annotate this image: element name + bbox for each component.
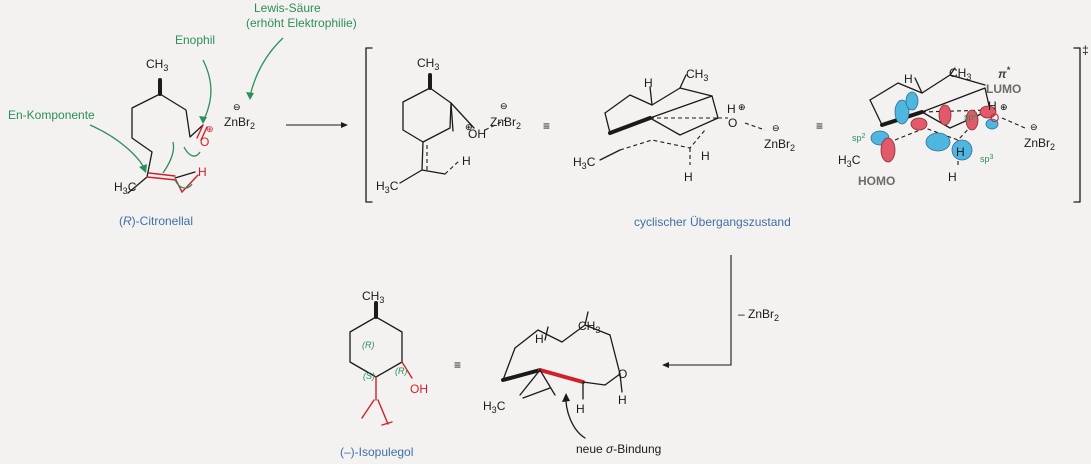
homo-label: HOMO xyxy=(858,174,895,188)
ts1-minus: ⊖ xyxy=(500,101,508,111)
sigma-bond-label: neue σ-Bindung xyxy=(576,442,661,456)
lumo-label: LUMO xyxy=(986,82,1021,96)
ts3-ch3: CH3 xyxy=(949,66,971,82)
ts3-o: O xyxy=(990,111,999,125)
ts1-h: H xyxy=(462,154,471,168)
en-komponente-label: En-Komponente xyxy=(8,108,95,122)
pi-star-label: π* xyxy=(998,65,1011,81)
citronellal-oxygen: O xyxy=(200,135,209,149)
iso-chair-ch3: CH3 xyxy=(578,319,600,335)
ts3-h-mid: H xyxy=(956,145,965,159)
ts2-h-o: H xyxy=(727,102,736,116)
citronellal-h3c: H3C xyxy=(114,180,137,196)
en-komponente-arrow xyxy=(89,124,146,171)
ts2-h-bottom: H xyxy=(684,170,693,184)
ts-bracket-right xyxy=(1073,47,1081,203)
ts3-minus: ⊖ xyxy=(1030,122,1038,132)
ts2-plus: ⊕ xyxy=(738,102,746,112)
minus-znbr2-label: – ZnBr2 xyxy=(738,307,779,323)
ts3-h-o: H xyxy=(988,99,997,113)
enophil-arrow xyxy=(202,59,212,123)
ts1-ch3: CH3 xyxy=(417,56,439,72)
iso-chair-h-top: H xyxy=(535,332,544,346)
sp2-label-left: sp2 xyxy=(852,133,866,143)
isopulegol-structure xyxy=(349,301,413,426)
citronellal-znbr2: ZnBr2 xyxy=(224,115,255,131)
sp3-label: sp3 xyxy=(980,154,994,164)
iso-chair-h3c: H3C xyxy=(483,399,506,415)
ts1-plus: ⊕ xyxy=(465,122,473,132)
ts3-h-bottom: H xyxy=(948,170,957,184)
sp2-label-right: sp2 xyxy=(964,112,978,122)
stereo-r-right: (R) xyxy=(395,366,408,376)
equiv-3: ≡ xyxy=(454,358,461,372)
equiv-2: ≡ xyxy=(816,119,823,133)
isopulegol-name: (–)-Isopulegol xyxy=(340,445,413,459)
ts3-plus: ⊕ xyxy=(1000,102,1008,112)
isopulegol-oh: OH xyxy=(410,382,428,396)
ts-flat-structure xyxy=(399,73,506,184)
equiv-1: ≡ xyxy=(543,119,550,133)
isopulegol-ch3: CH3 xyxy=(362,289,384,305)
reaction-arrow-2 xyxy=(665,255,732,366)
oxygen-charge-plus: ⊕ xyxy=(206,124,214,134)
lewis-label-line2: (erhöht Elektrophilie) xyxy=(246,16,357,30)
isopulegol-chair xyxy=(501,311,623,439)
ts2-h-top: H xyxy=(644,76,653,90)
ts2-o: O xyxy=(728,116,737,130)
ts2-minus: ⊖ xyxy=(772,123,780,133)
ts2-h-mid: H xyxy=(701,149,710,163)
ts-chair-structure xyxy=(599,74,766,165)
orbital-lobe xyxy=(894,99,910,125)
double-dagger: ‡ xyxy=(1082,43,1089,57)
zn-charge-minus: ⊖ xyxy=(233,102,241,112)
citronellal-ch3: CH3 xyxy=(146,57,168,73)
ts2-ch3: CH3 xyxy=(686,67,708,83)
ts-label: cyclischer Übergangszustand xyxy=(634,215,791,229)
lewis-label-line1: Lewis-Säure xyxy=(254,1,321,15)
enophil-label: Enophil xyxy=(175,33,215,47)
ts3-h-top: H xyxy=(904,72,913,86)
ts2-h3c: H3C xyxy=(573,155,596,171)
iso-chair-o: O xyxy=(618,367,627,381)
iso-chair-h-oh: H xyxy=(618,393,627,407)
citronellal-name: (R)-Citronellal xyxy=(119,214,193,228)
stereo-r-top: (R) xyxy=(362,340,375,350)
ts-orbital-structure xyxy=(869,67,1026,168)
ts1-oh: OH xyxy=(468,127,486,141)
ts3-znbr2: ZnBr2 xyxy=(1024,136,1055,152)
citronellal-h: H xyxy=(198,165,207,179)
ts-bracket-left xyxy=(365,47,373,203)
ts3-h3c: H3C xyxy=(838,153,861,169)
stereo-s: (S) xyxy=(363,371,375,381)
iso-chair-h-bottom: H xyxy=(576,402,585,416)
ts1-znbr2: ZnBr2 xyxy=(490,115,521,131)
ts1-h3c: H3C xyxy=(376,179,399,195)
citronellal-structure xyxy=(89,37,284,194)
lewis-arrow xyxy=(249,37,284,97)
ts2-znbr2: ZnBr2 xyxy=(764,137,795,153)
